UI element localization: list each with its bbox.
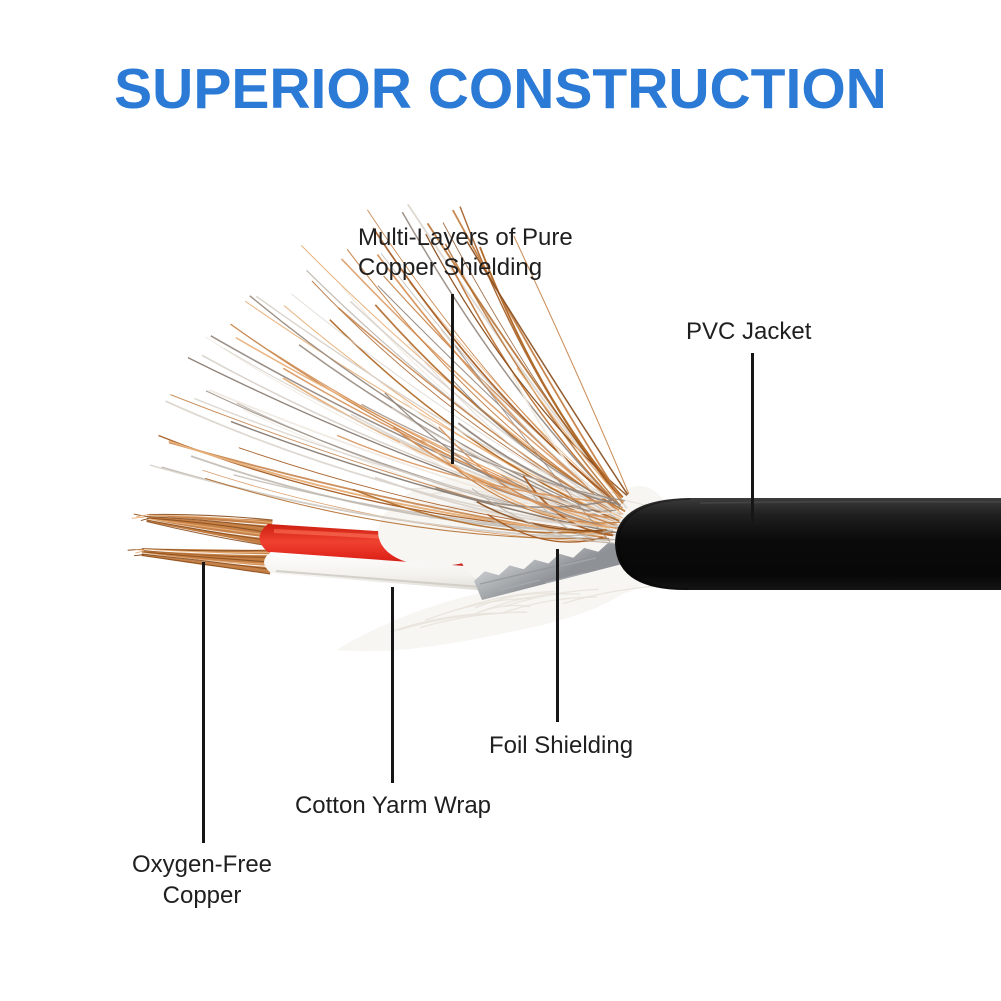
copper-strand: [450, 378, 618, 503]
copper-strand: [352, 488, 607, 534]
copper-strand: [376, 253, 614, 510]
copper-strand: [329, 319, 619, 522]
copper-strand: [471, 488, 617, 544]
conductor-fray: [134, 554, 145, 557]
cotton-fiber: [389, 612, 497, 633]
conductor-strand: [147, 513, 273, 521]
copper-strand: [454, 345, 611, 543]
copper-strand: [421, 438, 611, 529]
copper-strand: [451, 266, 617, 503]
copper-strand: [249, 295, 620, 522]
copper-strand: [372, 227, 621, 506]
copper-strand: [149, 464, 608, 542]
conductor-strand: [142, 550, 272, 561]
conductor-strand: [141, 551, 272, 563]
copper-strand: [392, 426, 611, 519]
cotton-fiber: [424, 597, 532, 622]
foil-crease: [479, 550, 621, 585]
conductor-strand: [142, 547, 272, 552]
label-foil-shielding: Foil Shielding: [488, 732, 634, 759]
copper-strand: [457, 422, 621, 506]
pvc-jacket: [615, 498, 1001, 591]
leader-oxygen-free: [202, 562, 205, 843]
copper-strand: [501, 474, 617, 512]
copper-strand: [190, 455, 608, 533]
cotton-fiber: [474, 592, 560, 609]
copper-strand: [170, 394, 608, 534]
copper-strand: [208, 389, 621, 528]
copper-strand: [459, 206, 620, 497]
leader-foil-shielding: [556, 549, 559, 722]
conductor-strand: [146, 520, 270, 544]
label-oxygen-free: Oxygen-Free Copper: [131, 851, 273, 909]
conductor-strand: [147, 516, 272, 529]
copper-strand: [205, 336, 612, 520]
leader-cotton-yarn: [391, 587, 394, 783]
conductor-fray: [135, 550, 145, 554]
copper-strand: [438, 426, 617, 529]
conductor-strand: [141, 554, 271, 575]
conductor-fray: [140, 517, 150, 521]
copper-strand: [361, 403, 626, 502]
conductor-strand: [142, 548, 272, 554]
copper-strand: [336, 434, 613, 504]
conductor-strand: [147, 514, 273, 524]
copper-conductor: [127, 547, 272, 575]
copper-strand: [384, 392, 604, 528]
conductor-strand: [141, 553, 271, 570]
copper-strand: [230, 420, 618, 534]
cotton-fiber: [420, 611, 528, 629]
cotton-fiber: [458, 590, 555, 611]
copper-strand: [165, 400, 612, 531]
conductor-fray: [136, 514, 150, 518]
foil-shield: [474, 542, 634, 600]
label-copper-shielding: Multi-Layers of Pure Copper Shielding: [358, 224, 573, 281]
copper-strand: [435, 486, 612, 509]
copper-strand: [516, 367, 625, 503]
conductor-strand: [146, 520, 270, 547]
copper-strand: [350, 413, 605, 512]
conductor-strand: [141, 552, 271, 565]
leader-pvc-jacket: [751, 353, 754, 523]
copper-strand: [522, 475, 614, 537]
copper-strand: [476, 500, 603, 532]
pvc-jacket-sheen: [699, 500, 1001, 504]
copper-strand: [399, 441, 611, 515]
copper-shield-fan: [149, 203, 630, 544]
copper-strand: [204, 477, 610, 540]
copper-strand: [487, 513, 603, 543]
label-cotton-yarn: Cotton Yarm Wrap: [294, 792, 492, 819]
pvc-jacket-cap-edge: [617, 498, 691, 590]
conductor-strand: [146, 518, 271, 539]
copper-strand: [255, 295, 621, 520]
copper-strand: [223, 347, 623, 529]
conductor-strand: [146, 517, 272, 534]
copper-strand: [205, 390, 621, 529]
page-title: SUPERIOR CONSTRUCTION: [114, 57, 887, 121]
copper-strand: [238, 447, 613, 535]
cotton-fiber: [471, 604, 531, 616]
leader-copper-shielding: [451, 294, 454, 464]
pvc-jacket-shape: [615, 498, 1001, 591]
conductor-strand: [146, 519, 271, 542]
conductor-fray: [133, 514, 150, 518]
cotton-fiber: [503, 588, 599, 608]
copper-strand: [445, 460, 621, 524]
foil-fold-lines: [499, 557, 597, 591]
conductor-strand: [142, 549, 272, 556]
copper-conductor: [131, 513, 273, 547]
label-pvc-jacket: PVC Jacket: [686, 318, 812, 345]
conductor-strand: [146, 518, 271, 537]
copper-strand: [401, 211, 621, 508]
copper-strand: [230, 323, 617, 527]
copper-strand: [346, 248, 620, 511]
copper-strand: [513, 235, 630, 495]
cotton-fiber: [482, 593, 581, 612]
copper-strand: [452, 209, 622, 499]
copper-strand: [466, 241, 629, 496]
